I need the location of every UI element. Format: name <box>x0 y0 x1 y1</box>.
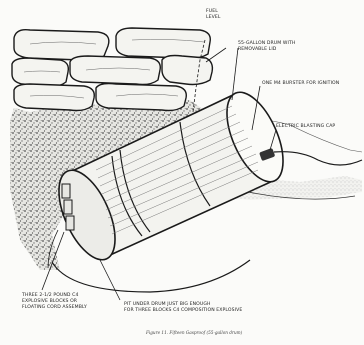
stone-wall <box>12 28 212 111</box>
label-blocks-1: THREE 2-1/2 POUND C4 <box>21 292 78 298</box>
figure-caption: Figure 11. Fifteen Gasproof (55-gallon d… <box>145 330 243 335</box>
label-blocks-3: FLOATING CORD ASSEMBLY <box>22 304 87 310</box>
label-pit-1: PIT UNDER DRUM JUST BIG ENOUGH <box>124 301 211 307</box>
label-drum-2: REMOVABLE LID <box>238 46 277 52</box>
label-fuel-level-1: FUEL <box>206 8 218 14</box>
label-drum-1: 55-GALLON DRUM WITH <box>238 40 295 46</box>
label-pit-2: FOR THREE BLOCKS C4 COMPOSITION EXPLOSIV… <box>124 307 242 313</box>
label-blocks-2: EXPLOSIVE BLOCKS OR <box>22 298 78 304</box>
pit-outline <box>52 260 250 292</box>
label-cap: ELECTRIC BLASTING CAP <box>276 123 335 129</box>
label-booster: ONE M4 BURSTER FOR IGNITION <box>262 80 339 86</box>
label-fuel-level-2: LEVEL <box>206 14 221 20</box>
